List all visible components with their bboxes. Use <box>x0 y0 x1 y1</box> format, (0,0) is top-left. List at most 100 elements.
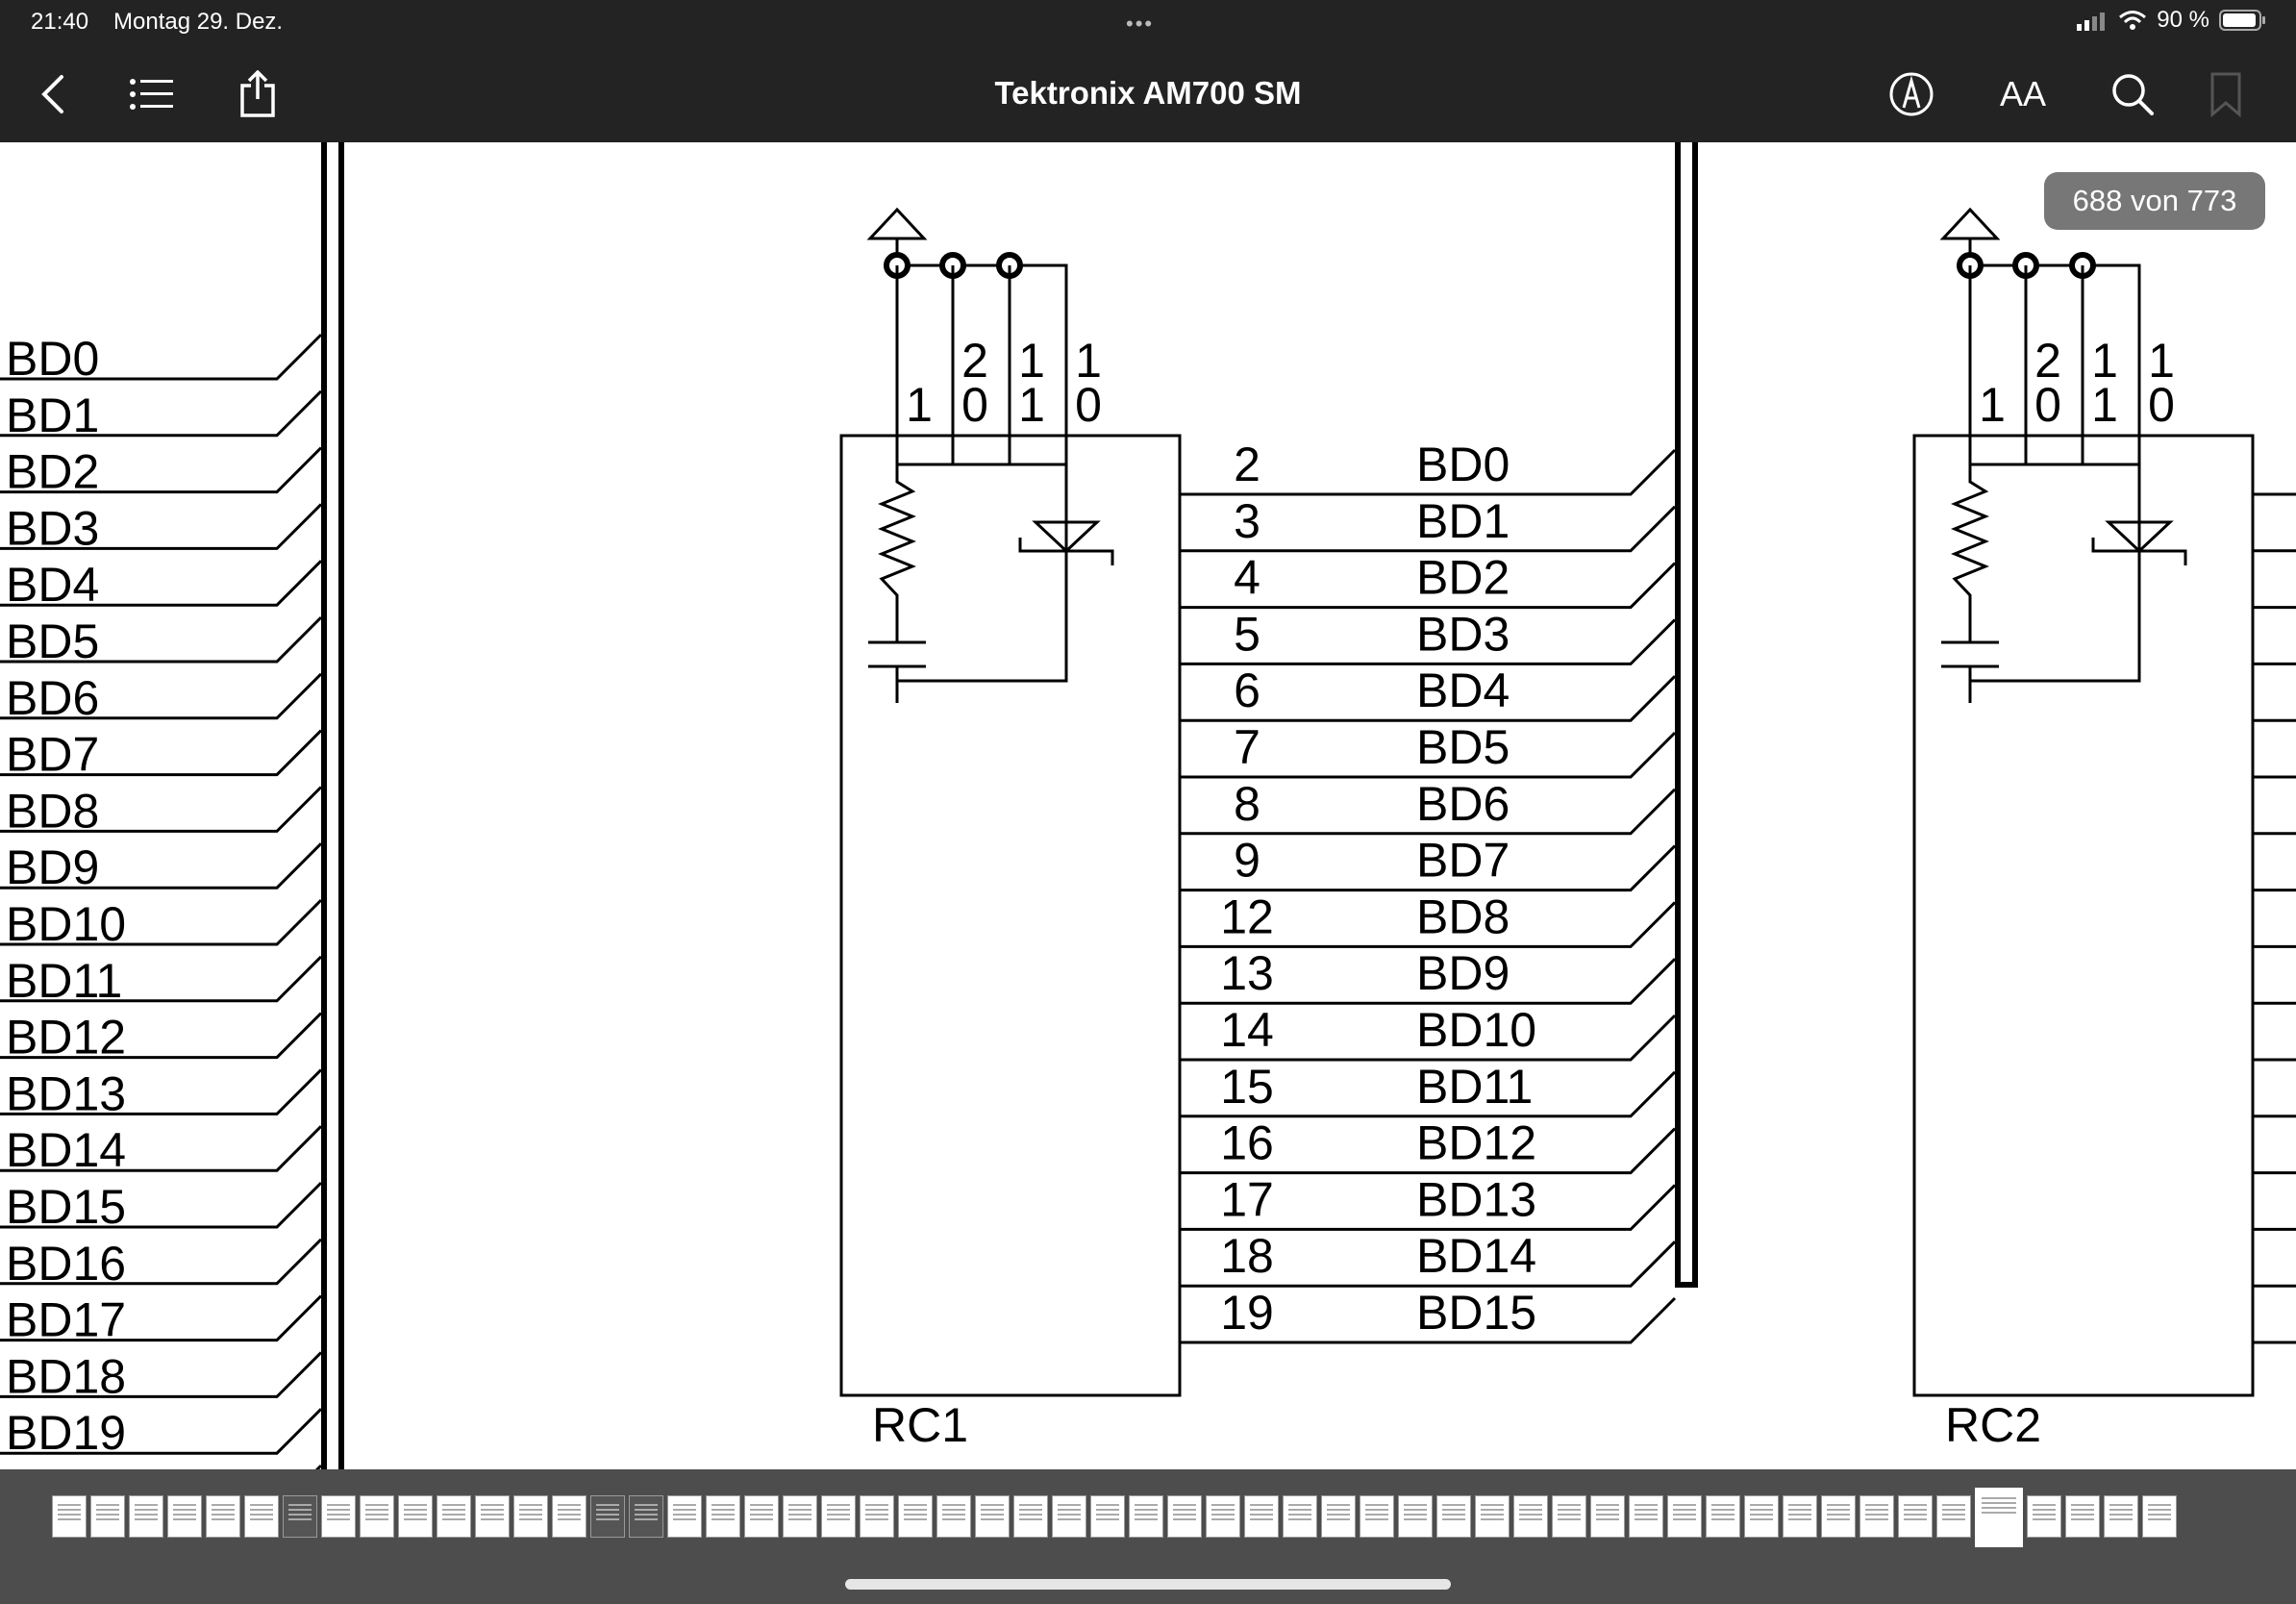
bus-line-left <box>0 1012 323 1060</box>
thumbnail[interactable] <box>2027 1495 2061 1538</box>
thumbnail[interactable] <box>2104 1495 2138 1538</box>
thumbnail[interactable] <box>706 1495 740 1538</box>
signal-label: BD0 <box>1416 438 1510 491</box>
bus-line-right <box>1181 901 1677 948</box>
bus-line-left <box>0 1351 323 1398</box>
page-indicator: 688 von 773 <box>2044 172 2265 230</box>
thumbnail[interactable] <box>629 1495 663 1538</box>
thumbnail[interactable] <box>1667 1495 1702 1538</box>
pin-number: 7 <box>1234 720 1260 774</box>
thumbnail[interactable] <box>1936 1495 1971 1538</box>
search-icon[interactable] <box>2104 65 2161 123</box>
multitasking-dots-icon[interactable]: ••• <box>1126 12 1155 36</box>
bus-line-left <box>0 1181 323 1229</box>
thumbnail[interactable] <box>1859 1495 1894 1538</box>
status-time: 21:40 <box>31 9 89 35</box>
bus-label-left: BD18 <box>6 1349 126 1403</box>
thumbnail[interactable] <box>360 1495 394 1538</box>
thumbnail[interactable] <box>1244 1495 1279 1538</box>
top-pin-number: 2 <box>2034 334 2061 388</box>
thumbnail[interactable] <box>1167 1495 1202 1538</box>
back-chevron-icon[interactable] <box>24 65 82 123</box>
thumbnail[interactable] <box>783 1495 817 1538</box>
bus-line-left <box>0 672 323 720</box>
thumbnail[interactable] <box>1513 1495 1548 1538</box>
top-pin-number: 0 <box>2034 378 2061 432</box>
bus-line-left <box>0 786 323 833</box>
thumbnail[interactable] <box>129 1495 163 1538</box>
thumbnail[interactable] <box>244 1495 279 1538</box>
thumbnail[interactable] <box>1552 1495 1586 1538</box>
thumbnail[interactable] <box>513 1495 548 1538</box>
thumbnail[interactable] <box>1321 1495 1356 1538</box>
share-icon[interactable] <box>229 65 287 123</box>
thumbnail[interactable] <box>1360 1495 1394 1538</box>
thumbnail[interactable] <box>1706 1495 1740 1538</box>
bookmark-icon[interactable] <box>2197 65 2255 123</box>
thumbnail[interactable] <box>936 1495 971 1538</box>
markup-pen-icon[interactable] <box>1883 65 1940 123</box>
thumbnail[interactable] <box>1629 1495 1663 1538</box>
thumbnail[interactable] <box>1821 1495 1856 1538</box>
thumbnail[interactable] <box>1590 1495 1625 1538</box>
bus-line-left <box>0 560 323 607</box>
thumbnail[interactable] <box>2142 1495 2177 1538</box>
thumbnail[interactable] <box>475 1495 510 1538</box>
thumbnail[interactable] <box>437 1495 471 1538</box>
pin-number: 2 <box>1234 438 1260 491</box>
thumbnail[interactable] <box>1052 1495 1086 1538</box>
battery-icon <box>2219 10 2265 31</box>
bus-line-left <box>0 955 323 1003</box>
thumbnail[interactable] <box>744 1495 779 1538</box>
pin-number: 6 <box>1234 664 1260 717</box>
bus-line-left <box>0 615 323 664</box>
thumbnail[interactable] <box>1129 1495 1163 1538</box>
thumbnail[interactable] <box>1013 1495 1048 1538</box>
thumbnail[interactable] <box>821 1495 856 1538</box>
top-pin-number: 0 <box>961 378 988 432</box>
bus-line-left <box>0 1125 323 1172</box>
thumbnail[interactable] <box>1398 1495 1433 1538</box>
pin-number: 3 <box>1234 494 1260 548</box>
thumbnail[interactable] <box>667 1495 702 1538</box>
thumbnail[interactable] <box>1090 1495 1125 1538</box>
thumbnail[interactable] <box>1475 1495 1510 1538</box>
thumbnail[interactable] <box>283 1495 317 1538</box>
thumbnail[interactable] <box>2065 1495 2100 1538</box>
thumbnail[interactable] <box>167 1495 202 1538</box>
top-pin-number: 1 <box>1018 378 1045 432</box>
document-title: Tektronix AM700 SM <box>994 75 1302 111</box>
thumbnail[interactable] <box>1783 1495 1817 1538</box>
pin-number: 15 <box>1220 1060 1274 1114</box>
thumbnail[interactable] <box>1898 1495 1933 1538</box>
bus-bar-left <box>321 142 327 1469</box>
thumbnail[interactable] <box>898 1495 933 1538</box>
bus-label-left: BD10 <box>6 897 126 951</box>
list-icon[interactable] <box>123 65 181 123</box>
thumbnail[interactable] <box>1283 1495 1317 1538</box>
bus-line-right <box>1181 562 1677 610</box>
bus-label-left: BD8 <box>6 784 99 838</box>
home-indicator[interactable] <box>845 1579 1451 1590</box>
thumbnail[interactable] <box>590 1495 625 1538</box>
bus-bar-right <box>1675 142 1681 1287</box>
thumbnail[interactable] <box>90 1495 125 1538</box>
thumbnail[interactable] <box>206 1495 240 1538</box>
thumbnail[interactable] <box>552 1495 586 1538</box>
bus-line-left <box>0 1068 323 1115</box>
thumbnail[interactable] <box>398 1495 433 1538</box>
thumbnail[interactable] <box>860 1495 894 1538</box>
signal-label: BD4 <box>1416 664 1510 717</box>
bus-label-left: BD9 <box>6 840 99 894</box>
thumbnail[interactable] <box>1744 1495 1779 1538</box>
thumbnail[interactable] <box>52 1495 87 1538</box>
text-size-icon[interactable]: AA <box>1999 74 2047 113</box>
thumbnail[interactable] <box>975 1495 1010 1538</box>
bus-label-left: BD20 <box>6 1463 126 1469</box>
thumbnail[interactable] <box>1436 1495 1471 1538</box>
thumbnail[interactable] <box>1206 1495 1240 1538</box>
thumbnail[interactable] <box>321 1495 356 1538</box>
diode-line <box>1970 464 2141 683</box>
thumbnail-current[interactable] <box>1975 1488 2023 1547</box>
